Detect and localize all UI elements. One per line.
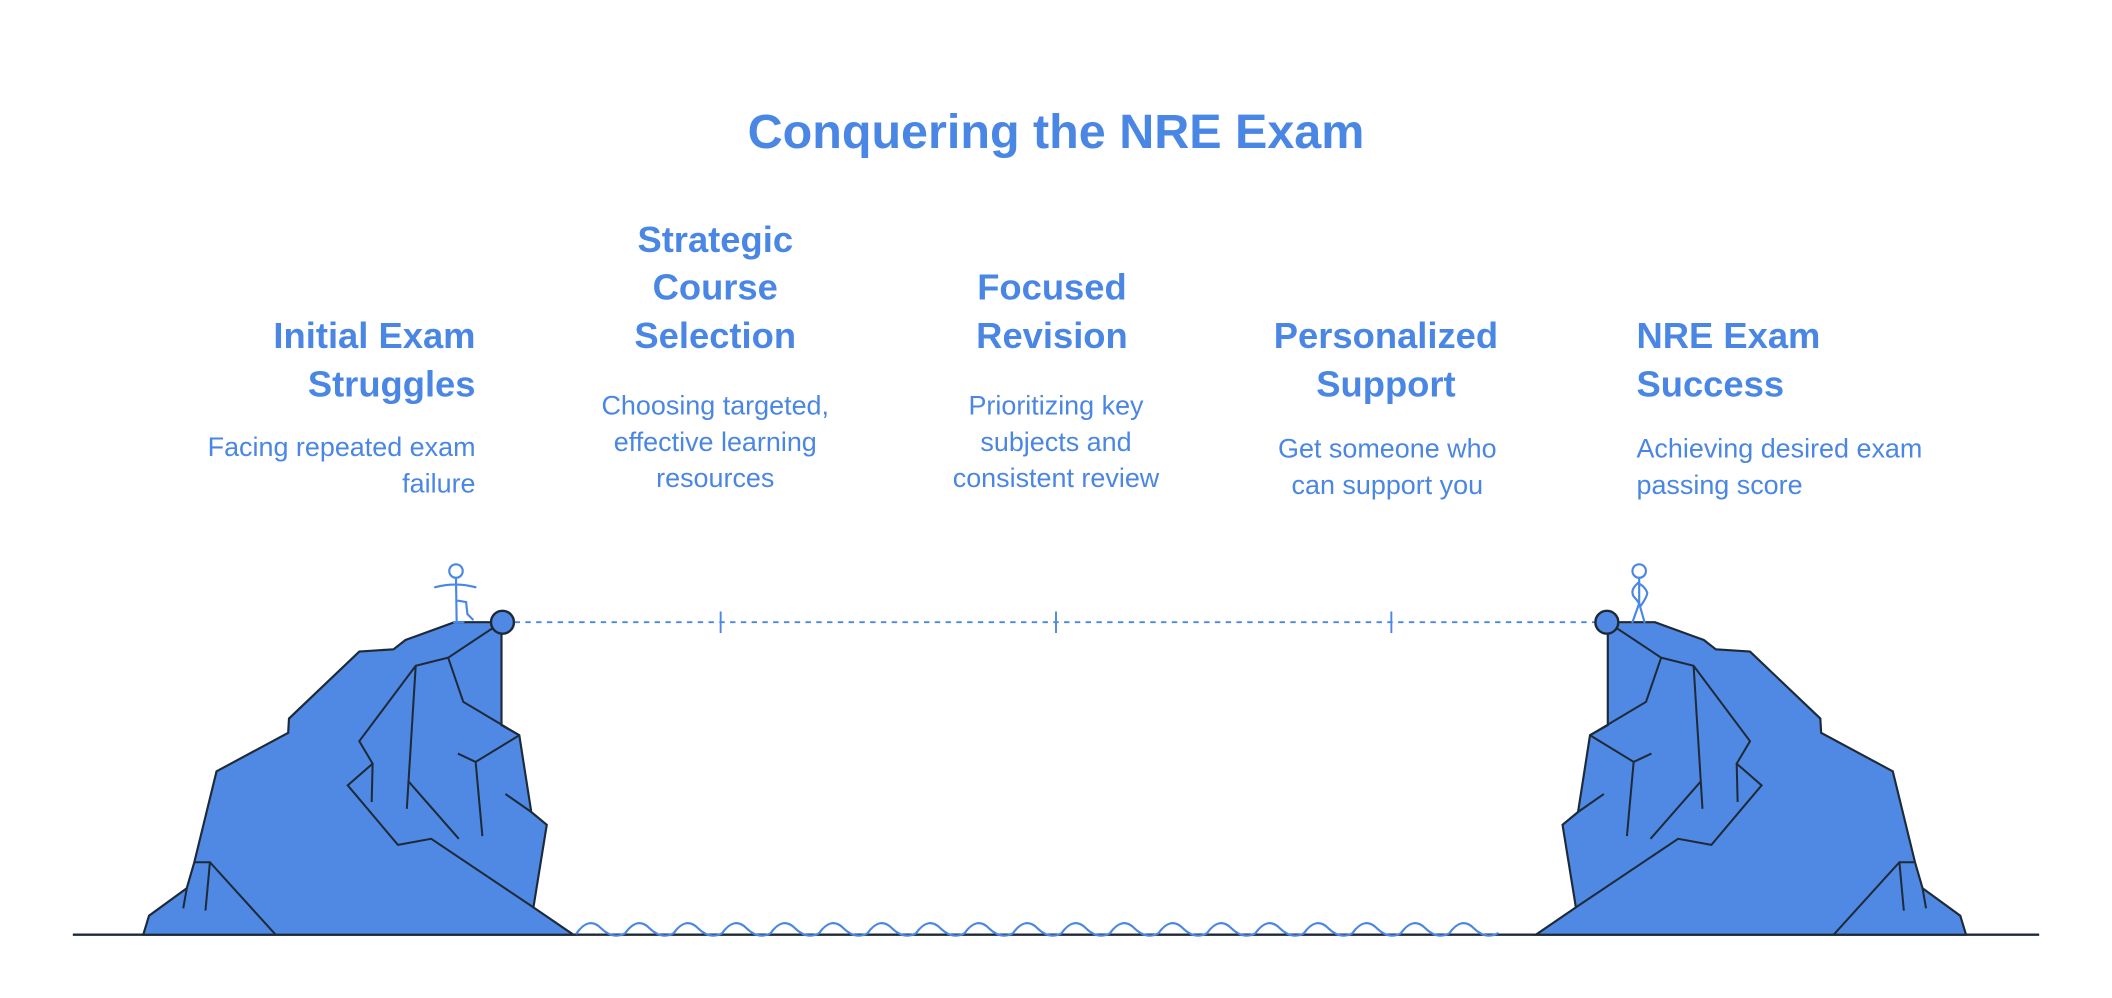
step-initial-exam-struggles: Initial Exam Struggles Facing repeated e…	[208, 315, 476, 499]
diagram-title: Conquering the NRE Exam	[748, 105, 1365, 159]
step-heading: Initial Exam	[273, 315, 475, 356]
step-description: Achieving desired exam	[1636, 433, 1922, 463]
step-description: can support you	[1292, 470, 1484, 500]
step-focused-revision: Focused Revision Prioritizing key subjec…	[953, 266, 1160, 493]
rope-anchor-left	[489, 609, 516, 635]
step-description: Facing repeated exam	[208, 432, 476, 462]
step-heading: NRE Exam	[1636, 315, 1820, 356]
step-strategic-course-selection: Strategic Course Selection Choosing targ…	[602, 219, 829, 493]
step-description: failure	[402, 469, 475, 499]
stick-figure-success-icon	[1631, 563, 1649, 624]
step-description: effective learning	[614, 427, 817, 457]
step-heading: Success	[1636, 363, 1784, 404]
step-description: Prioritizing key	[968, 390, 1144, 420]
step-heading: Strategic	[637, 219, 793, 260]
step-heading: Focused	[977, 266, 1127, 307]
step-heading: Personalized	[1274, 315, 1498, 356]
step-description: consistent review	[953, 463, 1160, 493]
step-description: passing score	[1636, 470, 1802, 500]
water-waves	[575, 922, 1499, 937]
right-cliff	[1532, 609, 1968, 936]
step-description: resources	[656, 463, 774, 493]
step-heading: Struggles	[308, 363, 476, 404]
left-cliff	[141, 609, 577, 936]
step-heading: Selection	[634, 315, 796, 356]
step-nre-exam-success: NRE Exam Success Achieving desired exam …	[1636, 315, 1922, 500]
step-heading: Support	[1316, 363, 1455, 404]
step-description: Get someone who	[1278, 433, 1497, 463]
stick-figure-start-icon	[434, 563, 477, 624]
step-heading: Revision	[976, 315, 1128, 356]
step-heading: Course	[653, 266, 778, 307]
step-description: Choosing targeted,	[602, 390, 829, 420]
rope-anchor-right	[1594, 609, 1620, 635]
step-personalized-support: Personalized Support Get someone who can…	[1274, 315, 1498, 500]
rope	[514, 611, 1597, 634]
step-description: subjects and	[980, 427, 1131, 457]
